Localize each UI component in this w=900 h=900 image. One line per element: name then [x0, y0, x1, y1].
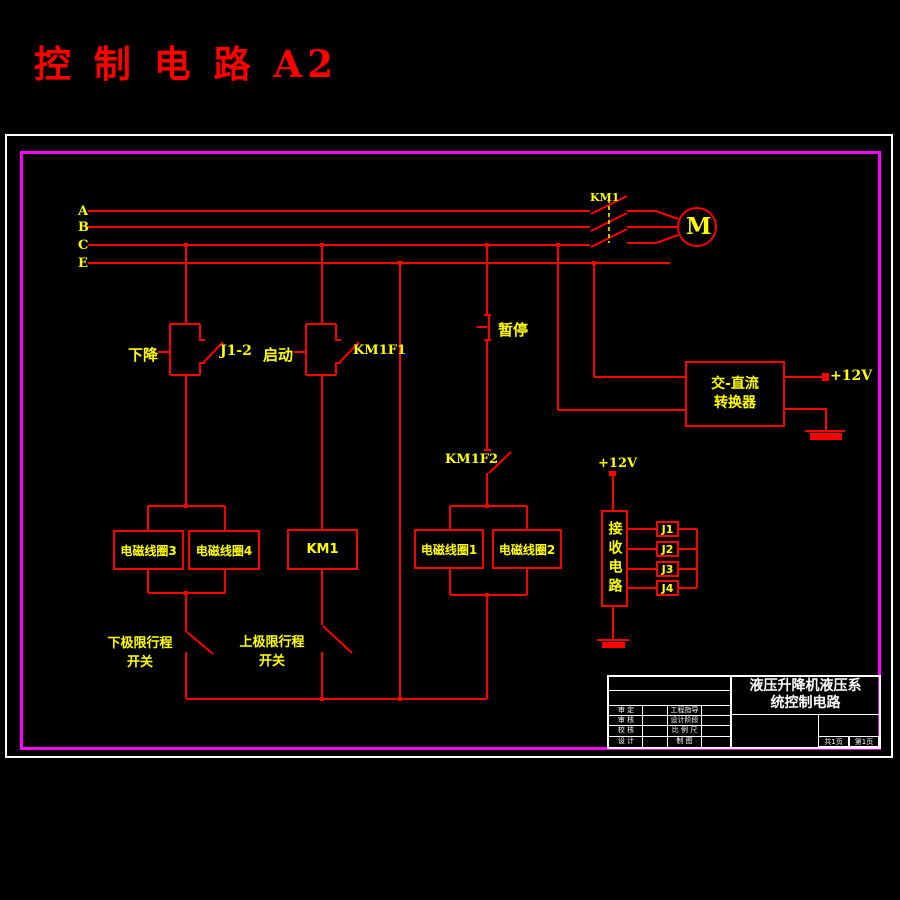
ground-symbol — [810, 433, 842, 440]
title-block-line — [609, 725, 730, 726]
sheet-outer-frame — [5, 134, 893, 758]
connector-j2-box: J2 — [656, 541, 679, 557]
title-block-line — [609, 690, 730, 691]
connector-j1-box: J1 — [656, 521, 679, 537]
converter-label-line2: 转换器 — [714, 395, 756, 411]
bus-label-c: C — [78, 238, 89, 253]
descend-contact-label: J1-2 — [220, 343, 252, 359]
title-block-line — [609, 715, 730, 716]
title-block-line — [730, 714, 879, 715]
title-block-divider — [730, 677, 732, 747]
page-number-cell: 第1页 — [849, 736, 879, 747]
ac-dc-converter-box: 交-直流 转换器 — [685, 361, 785, 427]
title-block-line — [667, 705, 668, 747]
bus-label-a: A — [78, 204, 89, 219]
tb-row3-label1: 校 核 — [617, 726, 635, 734]
bus-label-b: B — [78, 220, 89, 235]
sheet-inner-frame — [20, 151, 881, 750]
page-title: 控 制 电 路 A2 — [34, 42, 338, 86]
motor-label: M — [686, 213, 712, 240]
km1-coil-box: KM1 — [287, 529, 358, 570]
drawing-title-line1: 液压升降机液压系 — [749, 678, 862, 694]
receiver-circuit-box: 接收电路 — [601, 510, 628, 607]
start-button-symbol — [294, 323, 360, 529]
title-block: 审 定 工程指导 审 核 设计阶段 校 核 比 例 尺 设 计 制 图 液压升降… — [607, 675, 881, 749]
j-connector-wiring — [628, 528, 698, 589]
tb-row1-label2: 工程指导 — [670, 706, 699, 714]
start-contact-label: KM1F1 — [353, 343, 407, 358]
lower-limit-label-line1: 下极限行程 — [107, 636, 173, 651]
km1-contactor-label: KM1 — [590, 191, 620, 204]
pause-button-label: 暂停 — [498, 321, 529, 339]
title-block-line — [701, 705, 702, 747]
tb-row1-label1: 审 定 — [617, 706, 635, 714]
coil3-box: 电磁线圈3 — [113, 530, 184, 570]
tb-row3-label2: 比 例 尺 — [671, 726, 698, 734]
drawing-title: 液压升降机液压系 统控制电路 — [732, 678, 879, 714]
title-block-line — [609, 705, 730, 706]
limit-switch-symbols — [185, 625, 487, 700]
coil1-box: 电磁线圈1 — [414, 529, 484, 569]
connector-j3-box: J3 — [656, 561, 679, 577]
km1f2-contact-symbol — [484, 449, 512, 506]
page-total-cell: 共1页 — [818, 736, 849, 747]
motor-feed-lines — [627, 207, 717, 247]
km1f2-contact-label: KM1F2 — [445, 452, 499, 467]
drawing-title-line2: 统控制电路 — [770, 695, 841, 711]
tb-row2-label1: 审 核 — [617, 716, 635, 724]
connector-j4-box: J4 — [656, 580, 679, 596]
receiver-wiring — [597, 471, 629, 648]
pause-button-symbol — [477, 314, 491, 450]
coil2-box: 电磁线圈2 — [492, 529, 562, 569]
descend-button-label: 下降 — [128, 346, 159, 364]
tb-row4-label1: 设 计 — [617, 737, 635, 745]
tb-row2-label2: 设计阶段 — [670, 716, 699, 724]
lower-limit-label-line2: 开关 — [126, 655, 153, 670]
converter-wiring — [785, 373, 845, 440]
coil4-box: 电磁线圈4 — [188, 530, 260, 570]
ground-symbol — [602, 642, 625, 648]
title-block-line — [609, 736, 730, 737]
descend-button-symbol — [158, 323, 224, 506]
title-block-line — [818, 714, 819, 736]
converter-output-label: +12V — [830, 368, 873, 384]
drop-lines — [185, 245, 685, 699]
title-block-line — [642, 705, 643, 747]
start-button-label: 启动 — [263, 346, 294, 364]
bus-label-e: E — [78, 256, 88, 271]
converter-label-line1: 交-直流 — [711, 376, 759, 392]
power-bus-lines — [88, 210, 670, 264]
upper-limit-label-line2: 开关 — [258, 654, 285, 669]
tb-row4-label2: 制 图 — [676, 737, 693, 745]
km1-contactor-blades — [590, 195, 628, 248]
junction-dots — [184, 243, 596, 701]
upper-limit-label-line1: 上极限行程 — [239, 635, 305, 650]
receiver-supply-label: +12V — [598, 456, 638, 471]
